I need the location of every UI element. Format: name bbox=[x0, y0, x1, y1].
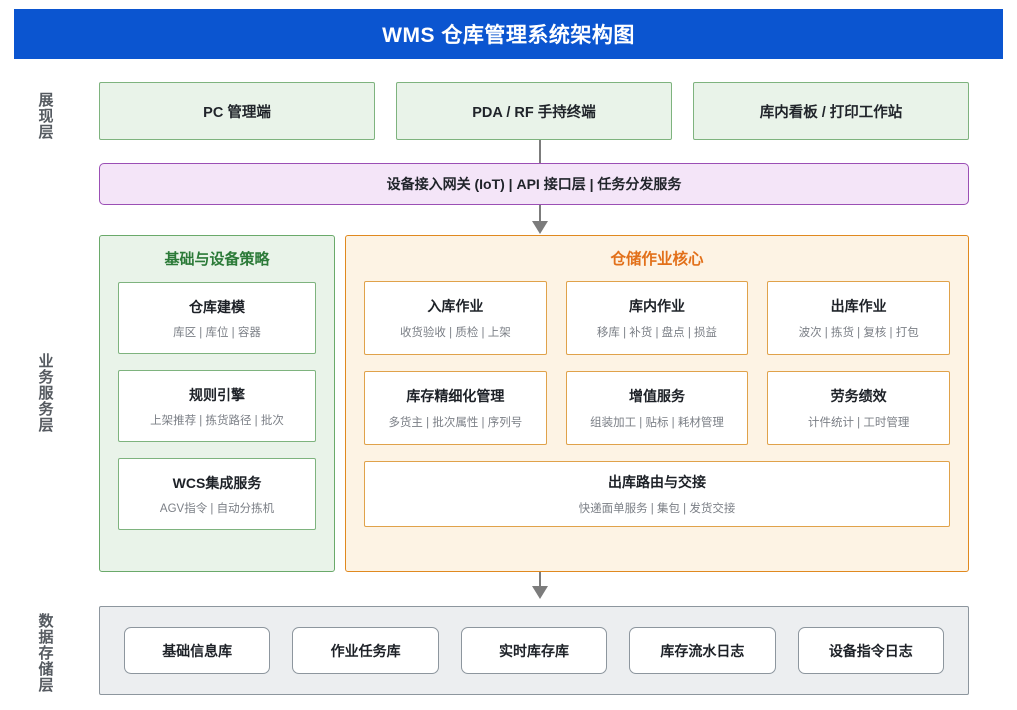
store-box-inventory-ledger[interactable]: 库存流水日志 bbox=[629, 627, 776, 674]
card-title: 入库作业 bbox=[427, 298, 484, 314]
card-inbound-operations[interactable]: 入库作业 收货验收 | 质检 | 上架 bbox=[364, 281, 547, 355]
card-warehouse-modeling[interactable]: 仓库建模 库区 | 库位 | 容器 bbox=[118, 282, 316, 354]
panel-title-foundation: 基础与设备策略 bbox=[164, 251, 270, 268]
card-subtitle: 上架推荐 | 拣货路径 | 批次 bbox=[150, 414, 284, 427]
card-title: 出库路由与交接 bbox=[608, 474, 706, 490]
card-subtitle: 库区 | 库位 | 容器 bbox=[173, 326, 261, 339]
card-title: 仓库建模 bbox=[189, 298, 245, 315]
store-box-device-command-log[interactable]: 设备指令日志 bbox=[797, 627, 945, 674]
card-title: 库存精细化管理 bbox=[406, 388, 505, 404]
card-subtitle: AGV指令 | 自动分拣机 bbox=[159, 502, 275, 515]
panel-foundation-device-strategy: 基础与设备策略 仓库建模 库区 | 库位 | 容器 规则引擎 上架推荐 | 拣货… bbox=[99, 235, 335, 572]
card-rule-engine[interactable]: 规则引擎 上架推荐 | 拣货路径 | 批次 bbox=[118, 370, 316, 442]
presentation-box-pc[interactable]: PC 管理端 bbox=[99, 82, 375, 140]
card-title: WCS集成服务 bbox=[172, 474, 262, 491]
card-subtitle: 收货验收 | 质检 | 上架 bbox=[399, 327, 511, 339]
core-card-grid: 入库作业 收货验收 | 质检 | 上架 库内作业 移库 | 补货 | 盘点 | … bbox=[364, 281, 950, 527]
card-title: 规则引擎 bbox=[189, 386, 245, 403]
card-outbound-operations[interactable]: 出库作业 波次 | 拣货 | 复核 | 打包 bbox=[767, 281, 950, 355]
card-subtitle: 快递面单服务 | 集包 | 发货交接 bbox=[578, 503, 736, 515]
card-title: 劳务绩效 bbox=[830, 388, 887, 404]
card-title: 出库作业 bbox=[830, 298, 887, 314]
card-subtitle: 组装加工 | 贴标 | 耗材管理 bbox=[590, 417, 724, 429]
layer-label-presentation: 展现层 bbox=[36, 92, 54, 140]
panel-data-storage: 基础信息库 作业任务库 实时库存库 库存流水日志 设备指令日志 bbox=[99, 606, 969, 695]
connector-gateway-to-core-line bbox=[539, 205, 541, 223]
panel-warehouse-operations-core: 仓储作业核心 入库作业 收货验收 | 质检 | 上架 库内作业 移库 | 补货 … bbox=[345, 235, 969, 572]
store-box-master-data[interactable]: 基础信息库 bbox=[123, 627, 271, 674]
connector-presentation-to-gateway bbox=[539, 140, 541, 163]
panel-title-core: 仓储作业核心 bbox=[610, 251, 704, 268]
store-box-task-repository[interactable]: 作业任务库 bbox=[292, 627, 439, 674]
card-value-added-services[interactable]: 增值服务 组装加工 | 贴标 | 耗材管理 bbox=[565, 371, 749, 445]
presentation-box-kanban[interactable]: 库内看板 / 打印工作站 bbox=[693, 82, 969, 140]
card-subtitle: 多货主 | 批次属性 | 序列号 bbox=[388, 417, 523, 429]
card-inhouse-operations[interactable]: 库内作业 移库 | 补货 | 盘点 | 损益 bbox=[565, 281, 749, 355]
card-outbound-routing-handover[interactable]: 出库路由与交接 快递面单服务 | 集包 | 发货交接 bbox=[364, 461, 950, 527]
connector-core-to-storage-line bbox=[539, 572, 541, 588]
card-title: 增值服务 bbox=[628, 388, 685, 404]
card-inventory-refined-management[interactable]: 库存精细化管理 多货主 | 批次属性 | 序列号 bbox=[364, 371, 547, 445]
card-subtitle: 波次 | 拣货 | 复核 | 打包 bbox=[798, 327, 919, 339]
card-wcs-integration[interactable]: WCS集成服务 AGV指令 | 自动分拣机 bbox=[118, 458, 316, 530]
store-box-realtime-inventory[interactable]: 实时库存库 bbox=[460, 627, 608, 674]
card-title: 库内作业 bbox=[628, 298, 685, 314]
presentation-layer-row: PC 管理端 PDA / RF 手持终端 库内看板 / 打印工作站 bbox=[99, 82, 969, 140]
card-labor-performance[interactable]: 劳务绩效 计件统计 | 工时管理 bbox=[767, 371, 950, 445]
layer-label-business: 业务服务层 bbox=[36, 353, 54, 433]
gateway-bar[interactable]: 设备接入网关 (IoT) | API 接口层 | 任务分发服务 bbox=[99, 163, 969, 205]
connector-core-to-storage-arrow-icon bbox=[532, 586, 548, 599]
connector-gateway-to-core-arrow-icon bbox=[532, 221, 548, 234]
card-subtitle: 计件统计 | 工时管理 bbox=[807, 417, 910, 429]
page-title: WMS 仓库管理系统架构图 bbox=[14, 9, 1003, 59]
card-subtitle: 移库 | 补货 | 盘点 | 损益 bbox=[596, 327, 718, 339]
presentation-box-pda-rf[interactable]: PDA / RF 手持终端 bbox=[396, 82, 672, 140]
layer-label-storage: 数据存储层 bbox=[36, 613, 54, 693]
